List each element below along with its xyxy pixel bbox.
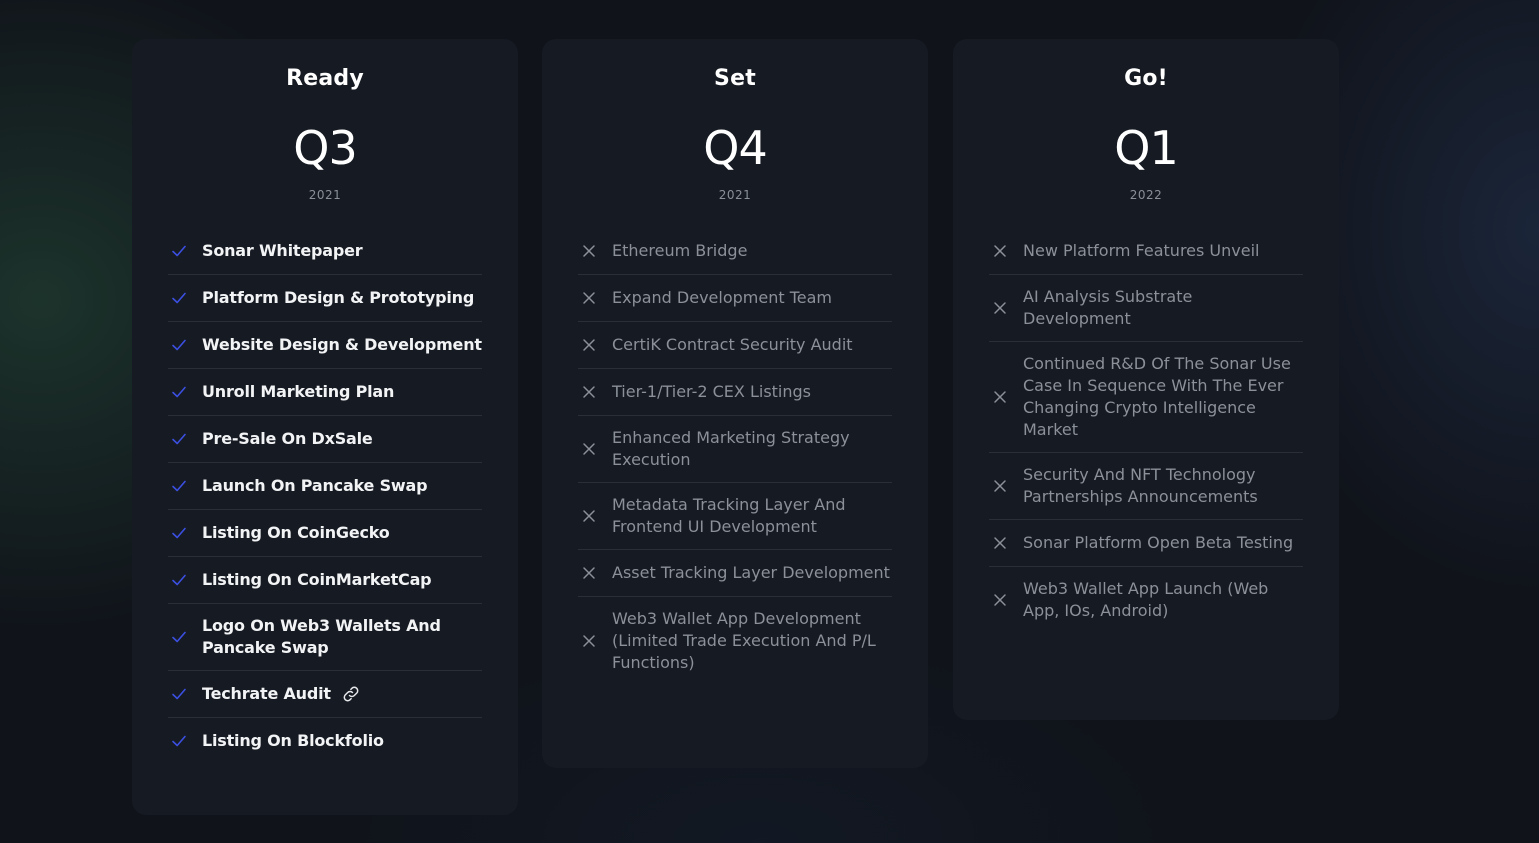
milestone-item: Listing On Blockfolio (168, 718, 482, 764)
milestone-item: Listing On CoinGecko (168, 510, 482, 557)
milestone-label: New Platform Features Unveil (1023, 241, 1260, 260)
milestone-item: Platform Design & Prototyping (168, 275, 482, 322)
milestone-item: Continued R&D Of The Sonar Use Case In S… (989, 342, 1303, 453)
milestone-item: Listing On CoinMarketCap (168, 557, 482, 604)
milestone-label: Listing On CoinMarketCap (202, 570, 432, 589)
milestone-item: Launch On Pancake Swap (168, 463, 482, 510)
milestone-label: Techrate Audit (202, 684, 331, 703)
milestone-item: Pre-Sale On DxSale (168, 416, 482, 463)
milestone-label: Unroll Marketing Plan (202, 382, 395, 401)
milestone-item: Logo On Web3 Wallets And Pancake Swap (168, 604, 482, 671)
milestone-label: Sonar Platform Open Beta Testing (1023, 533, 1294, 552)
milestone-item: Asset Tracking Layer Development (578, 550, 892, 597)
check-icon (168, 730, 190, 752)
phase-title: Ready (286, 66, 364, 91)
quarter-label: Q3 (293, 121, 357, 175)
milestone-label: Pre-Sale On DxSale (202, 429, 373, 448)
year-label: 2022 (1129, 188, 1163, 202)
check-icon (168, 569, 190, 591)
milestone-label: Launch On Pancake Swap (202, 476, 428, 495)
milestone-item: Web3 Wallet App Development (Limited Tra… (578, 597, 892, 685)
milestone-item: CertiK Contract Security Audit (578, 322, 892, 369)
milestone-item: Expand Development Team (578, 275, 892, 322)
milestone-label: Metadata Tracking Layer And Frontend UI … (612, 495, 846, 536)
milestone-label: AI Analysis Substrate Development (1023, 287, 1193, 328)
milestone-label: Sonar Whitepaper (202, 241, 363, 260)
cross-icon (989, 240, 1011, 262)
cross-icon (989, 297, 1011, 319)
phase-title: Go! (1124, 66, 1168, 91)
cross-icon (578, 381, 600, 403)
cross-icon (578, 334, 600, 356)
milestone-item: Enhanced Marketing Strategy Execution (578, 416, 892, 483)
milestone-label: Enhanced Marketing Strategy Execution (612, 428, 850, 469)
link-icon[interactable] (342, 685, 360, 703)
cross-icon (578, 438, 600, 460)
cross-icon (578, 240, 600, 262)
milestone-label: Platform Design & Prototyping (202, 288, 475, 307)
milestone-label: Ethereum Bridge (612, 241, 748, 260)
check-icon (168, 381, 190, 403)
milestone-item: Web3 Wallet App Launch (Web App, IOs, An… (989, 567, 1303, 633)
quarter-label: Q4 (703, 121, 767, 175)
phase-title: Set (714, 66, 756, 91)
milestone-label: CertiK Contract Security Audit (612, 335, 853, 354)
cross-icon (989, 589, 1011, 611)
check-icon (168, 334, 190, 356)
milestone-item: Techrate Audit (168, 671, 482, 718)
milestone-item: Ethereum Bridge (578, 228, 892, 275)
check-icon (168, 522, 190, 544)
milestone-list: New Platform Features Unveil AI Analysis … (989, 228, 1303, 633)
cross-icon (578, 562, 600, 584)
milestone-label: Tier-1/Tier-2 CEX Listings (612, 382, 812, 401)
check-icon (168, 626, 190, 648)
cross-icon (578, 505, 600, 527)
check-icon (168, 683, 190, 705)
milestone-label: Web3 Wallet App Development (Limited Tra… (612, 609, 876, 672)
milestone-label: Listing On Blockfolio (202, 731, 384, 750)
cross-icon (578, 287, 600, 309)
milestone-item: Website Design & Development (168, 322, 482, 369)
milestone-label: Expand Development Team (612, 288, 833, 307)
milestone-item: Sonar Whitepaper (168, 228, 482, 275)
check-icon (168, 475, 190, 497)
cross-icon (989, 475, 1011, 497)
milestone-item: New Platform Features Unveil (989, 228, 1303, 275)
milestone-item: Metadata Tracking Layer And Frontend UI … (578, 483, 892, 550)
roadmap-column-go: Go! Q1 2022 New Platform Features Unveil… (953, 39, 1339, 720)
milestone-item: AI Analysis Substrate Development (989, 275, 1303, 342)
milestone-item: Tier-1/Tier-2 CEX Listings (578, 369, 892, 416)
milestone-label: Asset Tracking Layer Development (612, 563, 890, 582)
cross-icon (578, 630, 600, 652)
milestone-label: Security And NFT Technology Partnerships… (1023, 465, 1258, 506)
year-label: 2021 (308, 188, 342, 202)
milestone-label: Web3 Wallet App Launch (Web App, IOs, An… (1023, 579, 1269, 620)
check-icon (168, 287, 190, 309)
milestone-label: Listing On CoinGecko (202, 523, 390, 542)
year-label: 2021 (718, 188, 752, 202)
check-icon (168, 428, 190, 450)
check-icon (168, 240, 190, 262)
milestone-item: Unroll Marketing Plan (168, 369, 482, 416)
milestone-item: Sonar Platform Open Beta Testing (989, 520, 1303, 567)
milestone-label: Logo On Web3 Wallets And Pancake Swap (202, 616, 441, 657)
cross-icon (989, 532, 1011, 554)
milestone-item: Security And NFT Technology Partnerships… (989, 453, 1303, 520)
milestone-label: Continued R&D Of The Sonar Use Case In S… (1023, 354, 1291, 439)
cross-icon (989, 386, 1011, 408)
milestone-label: Website Design & Development (202, 335, 482, 354)
quarter-label: Q1 (1114, 121, 1178, 175)
